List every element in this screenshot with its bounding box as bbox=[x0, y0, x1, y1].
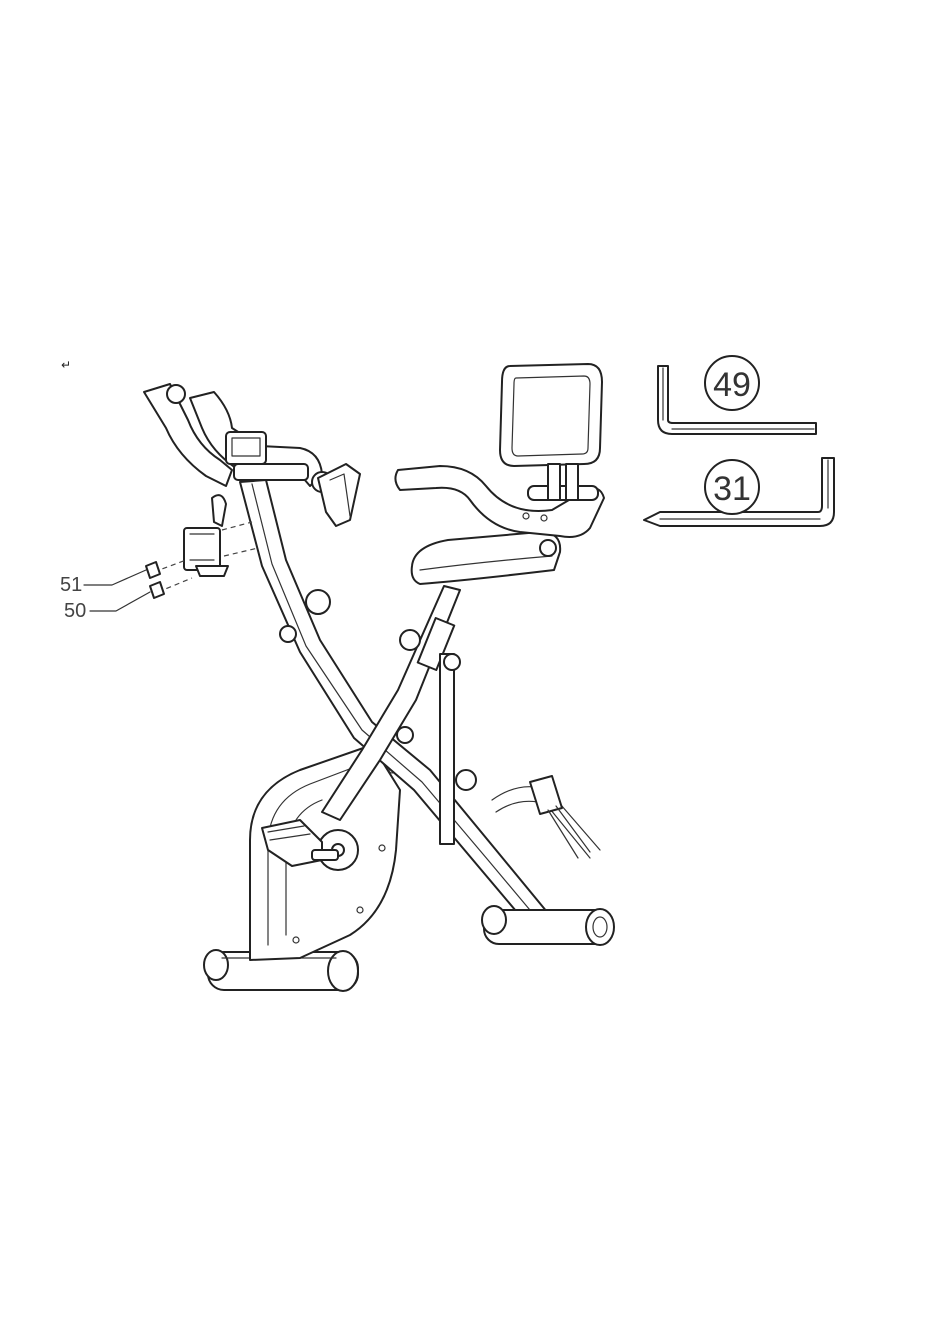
assembly-line-lower bbox=[224, 548, 258, 556]
tool-49-label: 49 bbox=[713, 366, 751, 404]
screw-51 bbox=[146, 562, 160, 578]
return-mark: ↵ bbox=[61, 358, 71, 372]
pivot-bolt bbox=[397, 727, 413, 743]
assembly-line-upper bbox=[222, 522, 252, 530]
callout-51: 51 bbox=[60, 570, 146, 596]
backrest bbox=[500, 364, 602, 500]
callout-50: 50 bbox=[64, 592, 150, 622]
callout-50-label: 50 bbox=[64, 600, 86, 622]
seat bbox=[412, 532, 561, 584]
resistance-band bbox=[492, 776, 600, 858]
wrench-31: 31 bbox=[644, 458, 834, 526]
main-tube-knob bbox=[306, 590, 330, 614]
bottle-holder bbox=[184, 495, 228, 576]
exercise-bike-drawing bbox=[144, 364, 614, 991]
screw-50 bbox=[150, 582, 164, 598]
allen-key-49: 49 bbox=[658, 356, 816, 434]
main-tube-bolt bbox=[280, 626, 296, 642]
tension-rod bbox=[440, 654, 454, 844]
tool-31-label: 31 bbox=[713, 470, 751, 508]
seat-knob bbox=[400, 630, 420, 650]
front-stabilizer bbox=[482, 906, 614, 945]
callout-51-label: 51 bbox=[60, 574, 82, 596]
front-handlebar bbox=[144, 384, 332, 492]
